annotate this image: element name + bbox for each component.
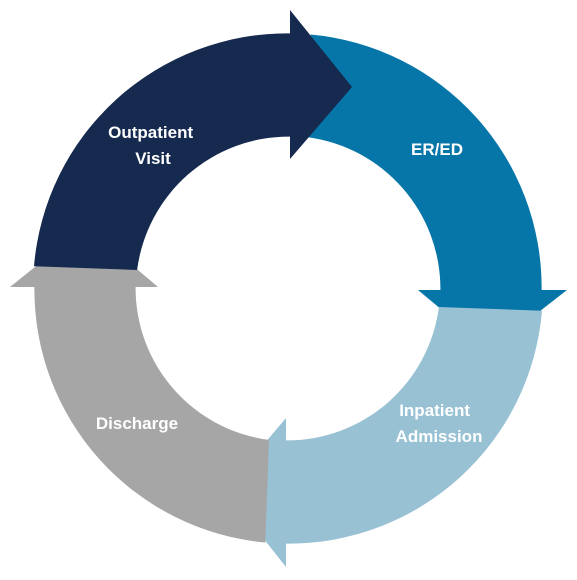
stage-er-ed-line-1: ER/ED: [411, 140, 463, 159]
stage-discharge-line-1: Discharge: [96, 414, 178, 433]
stage-outpatient-visit-line-1: Outpatient: [108, 123, 193, 142]
stage-outpatient-visit-line-2: Visit: [135, 149, 171, 168]
stage-discharge-label: Discharge: [96, 414, 178, 433]
stage-inpatient-admission-arrow: [225, 307, 542, 567]
stage-inpatient-admission-label: Inpatient Admission: [396, 401, 483, 446]
stage-er-ed-label: ER/ED: [411, 140, 463, 159]
stage-discharge-arrow: [10, 226, 269, 543]
stage-er-ed-arrow: [307, 34, 567, 350]
stage-outpatient-visit-label: Outpatient Visit: [108, 123, 198, 168]
stage-inpatient-admission-line-1: Inpatient: [399, 401, 470, 420]
stage-outpatient-visit-arrow: [34, 10, 352, 270]
stage-inpatient-admission-line-2: Admission: [396, 427, 483, 446]
